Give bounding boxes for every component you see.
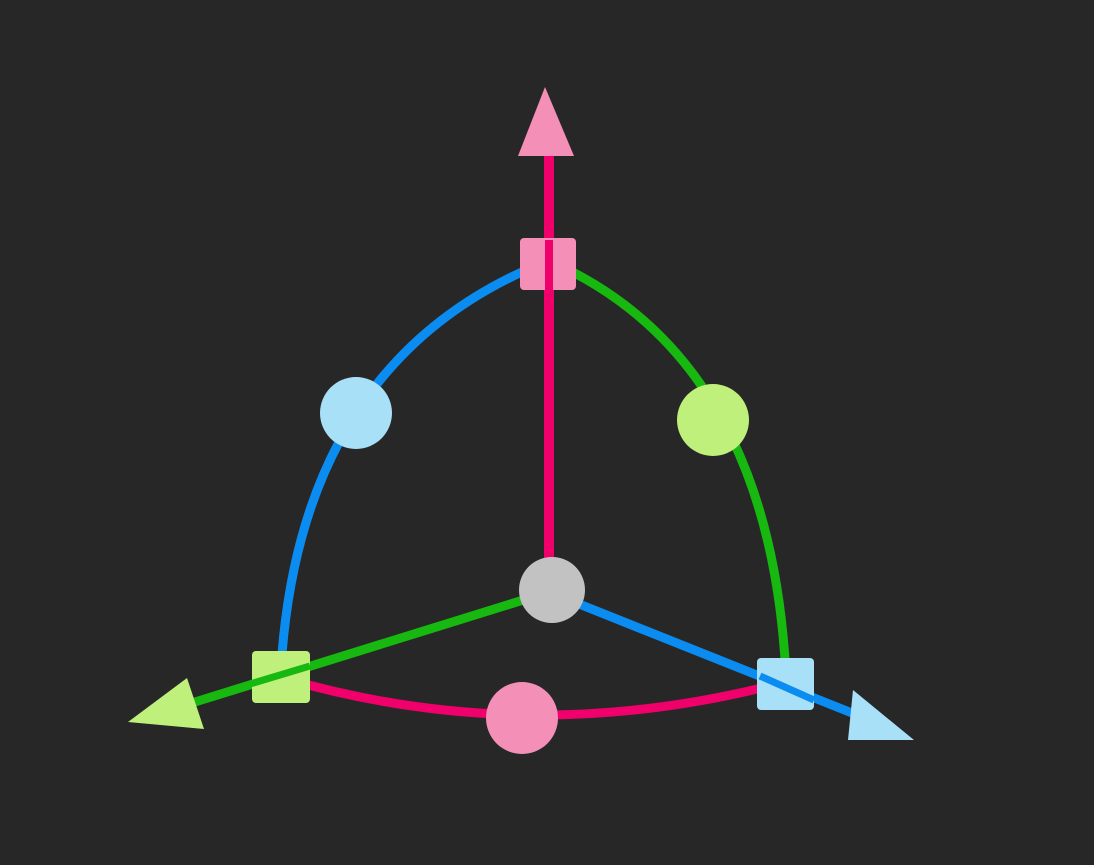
x-scale-handle[interactable] bbox=[757, 658, 814, 710]
yz-rotate-handle[interactable] bbox=[677, 384, 749, 456]
xz-rotate-handle[interactable] bbox=[486, 682, 558, 754]
yz-rotation-arc[interactable] bbox=[547, 257, 791, 681]
z-axis-arrow-icon[interactable] bbox=[128, 678, 204, 729]
z-scale-handle[interactable] bbox=[252, 651, 310, 703]
x-axis-arrow-icon[interactable] bbox=[848, 690, 914, 740]
z-axis-line[interactable] bbox=[190, 587, 554, 707]
y-scale-handle[interactable] bbox=[520, 238, 576, 290]
xy-rotate-handle[interactable] bbox=[320, 377, 392, 449]
y-axis-arrow-icon[interactable] bbox=[518, 87, 574, 156]
center-handle[interactable] bbox=[519, 557, 585, 623]
